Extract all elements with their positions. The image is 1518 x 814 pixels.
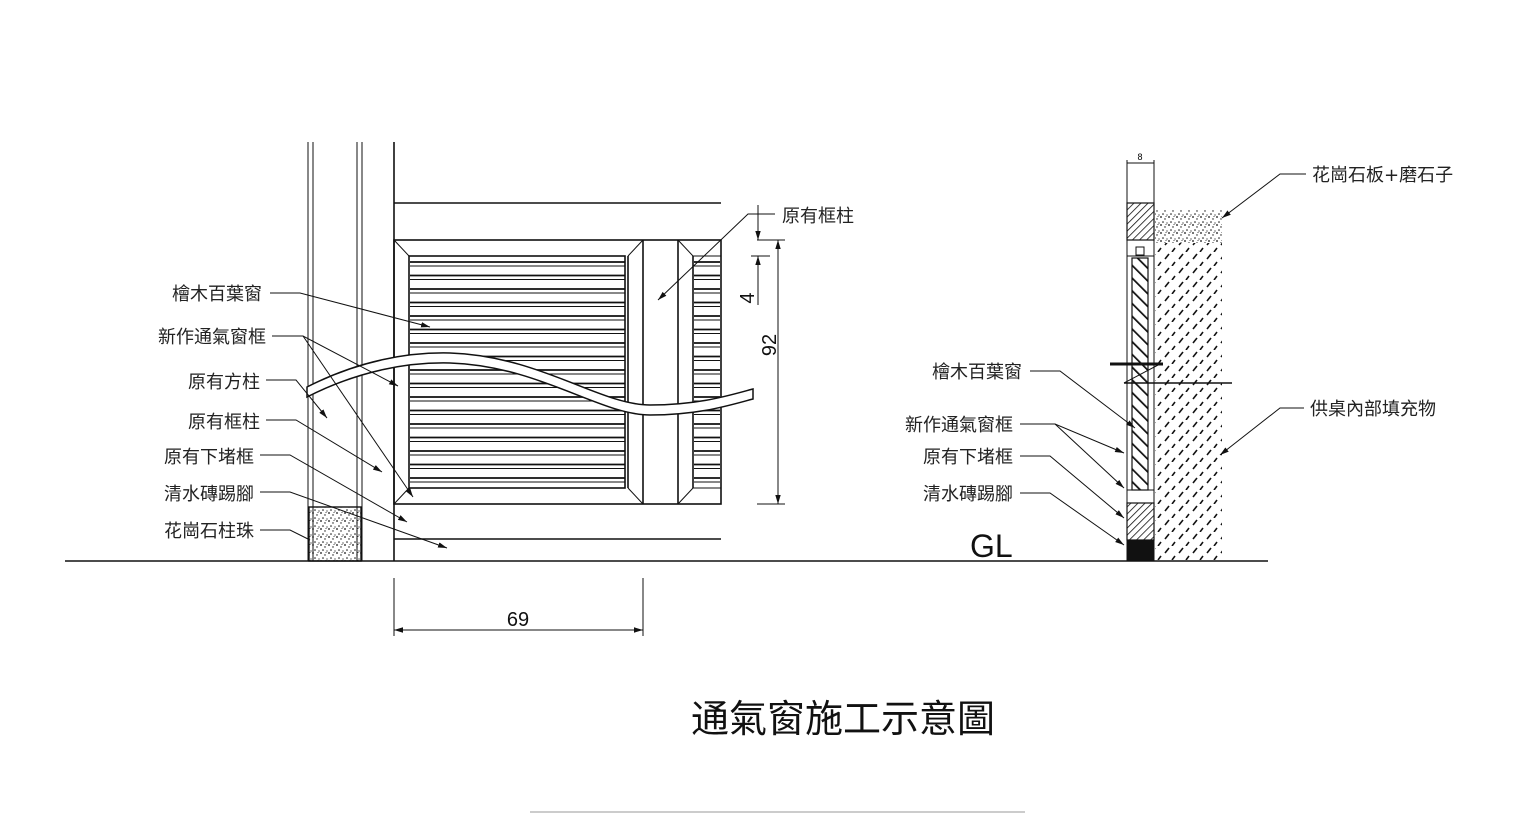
ground-level-label: GL — [970, 528, 1013, 564]
label-granite-base: 花崗石柱珠 — [164, 521, 254, 542]
label-infill: 供桌內部填充物 — [1310, 399, 1436, 420]
label-lower-rail: 原有下堵框 — [164, 447, 254, 468]
dim-thickness: 8 — [1137, 152, 1142, 162]
label-existing-post-top: 原有框柱 — [782, 206, 854, 227]
label-granite-slab: 花崗石板+磨石子 — [1312, 165, 1453, 186]
section-view: 8 GL 花崗石板+磨石子 供桌內部填充物 檜木百葉窗 新作通氣窗框 原有下堵框… — [905, 152, 1453, 564]
label-square-post: 原有方柱 — [188, 372, 260, 393]
drawing-title: 通氣窗施工示意圖 — [691, 697, 995, 741]
granite-base — [308, 506, 362, 562]
label-brick-skirting: 清水磚踢腳 — [164, 484, 254, 505]
vent-frame — [393, 239, 722, 505]
label-frame-post: 原有框柱 — [188, 412, 260, 433]
label-louvre: 檜木百葉窗 — [172, 283, 262, 305]
elevation-view: 92 4 69 原有框柱 檜木百葉窗 新作通氣窗框 原有方柱 原有框柱 原有下堵… — [158, 142, 854, 636]
louvre-slats — [410, 261, 720, 483]
section-label-new-frame: 新作通氣窗框 — [905, 415, 1013, 436]
label-new-frame: 新作通氣窗框 — [158, 327, 266, 348]
dim-width: 69 — [507, 609, 529, 631]
section-label-louvre: 檜木百葉窗 — [932, 361, 1022, 383]
dim-height: 92 — [759, 334, 781, 356]
section-label-lower-rail: 原有下堵框 — [923, 447, 1013, 468]
break-line — [306, 352, 754, 416]
section-label-brick-skirting: 清水磚踢腳 — [923, 484, 1013, 505]
dim-small: 4 — [737, 292, 759, 303]
